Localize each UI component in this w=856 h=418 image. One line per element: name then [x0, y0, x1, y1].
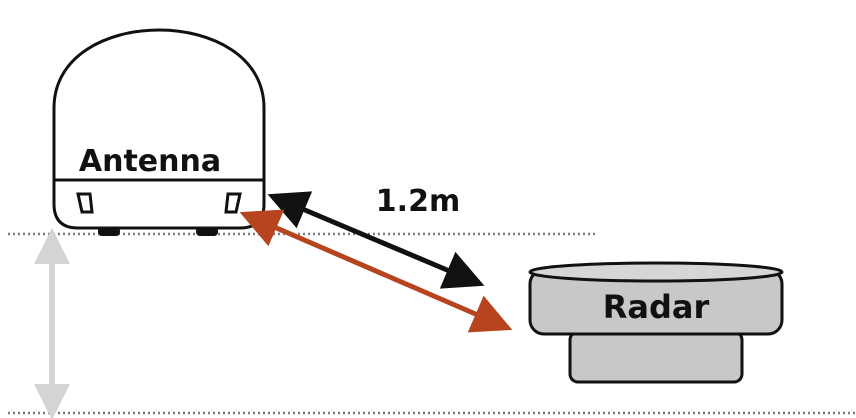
distance-label: 1.2m [376, 184, 460, 219]
diagonal-arrow [239, 209, 513, 333]
antenna-dome [52, 28, 266, 236]
left-vent [76, 192, 94, 214]
antenna-label: Antenna [79, 144, 221, 179]
right-foot [196, 227, 218, 236]
radar-base [568, 330, 744, 384]
right-vent [224, 192, 242, 214]
radar-label: Radar [603, 288, 710, 326]
left-foot [98, 227, 120, 236]
radar-unit [528, 261, 784, 384]
radar-top [528, 261, 784, 283]
